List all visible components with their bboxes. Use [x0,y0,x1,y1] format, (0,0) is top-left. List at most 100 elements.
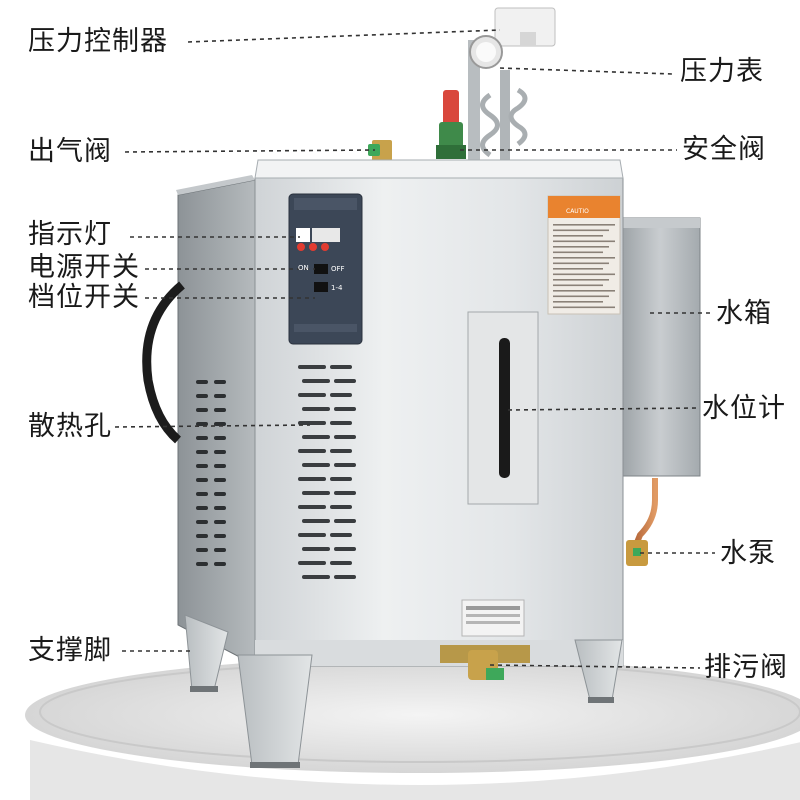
vent-slot [302,519,330,523]
water-tank-body [619,217,701,477]
vent-slot [302,463,330,467]
label-safety-valve: 安全阀 [682,134,766,165]
leader-drain-valve [489,664,701,669]
side-vents [196,380,226,566]
label-pressure-controller: 压力控制器 [28,26,168,57]
vent-slot [330,449,352,453]
panel-gear-text: 1-4 [331,284,343,292]
vent-slot [334,575,356,579]
side-vent-slot [196,408,208,412]
label-power-switch: 电源开关 [28,252,140,283]
sticker-text-line [553,273,615,276]
side-vent-slot [196,380,208,384]
vent-slot [298,561,326,565]
sticker-text-line [553,262,609,265]
side-vent-slot [214,534,226,538]
label-support-legs: 支撑脚 [28,635,112,666]
side-vent-slot [214,422,226,426]
vent-slot [334,519,356,523]
vent-slot [330,421,352,425]
sticker-text-line [553,235,603,237]
vent-slot [330,477,352,481]
panel-on-text: ON [298,264,309,272]
side-vent-slot [196,534,208,538]
sticker-text-line [553,229,609,232]
side-vent-slot [214,394,226,398]
sticker-text-line [553,306,615,309]
vent-slot [298,533,326,537]
power-cable [142,281,185,444]
vent-slot [302,407,330,411]
side-vent-slot [214,492,226,496]
vent-slot [302,575,330,579]
boiler-side-panel [176,175,256,666]
side-vent-slot [196,478,208,482]
nameplate [461,599,525,637]
side-vent-slot [196,548,208,552]
sticker-text-line [553,224,615,226]
warning-sticker [547,195,621,315]
sticker-text-line [553,246,609,248]
vent-slot [298,449,326,453]
vent-slot [302,547,330,551]
water-level-window [467,311,539,505]
vent-slot [298,477,326,481]
vent-slot [330,533,352,537]
vent-slot [302,435,330,439]
control-panel [288,193,363,345]
vent-slot [330,561,352,565]
vent-slot [330,505,352,509]
side-vent-slot [196,422,208,426]
display-platform [25,657,800,800]
side-vent-slot [214,548,226,552]
label-water-tank: 水箱 [716,298,772,329]
vent-slot [334,491,356,495]
side-vent-slot [196,492,208,496]
side-vent-slot [196,436,208,440]
front-vents [298,365,356,579]
sticker-text-line [553,301,603,303]
label-outlet-valve: 出气阀 [28,136,112,167]
side-vent-slot [214,520,226,524]
label-water-level-gauge: 水位计 [702,393,786,424]
label-water-pump: 水泵 [720,538,776,569]
leader-lines [114,29,715,669]
drain-assembly [440,645,530,680]
vent-slot [302,379,330,383]
side-vent-slot [214,478,226,482]
side-vent-slot [196,464,208,468]
vent-slot [302,491,330,495]
top-fittings [368,7,556,165]
label-pressure-gauge: 压力表 [680,56,764,87]
sticker-text-line [553,240,615,243]
side-vent-slot [214,408,226,412]
vent-slot [298,393,326,397]
sticker-text-line [553,279,609,281]
sticker-text-line [553,268,603,270]
leader-heat-vents [114,424,311,428]
side-vent-slot [196,450,208,454]
pump-assembly [626,478,658,612]
sticker-text-line [553,284,603,287]
vent-slot [334,463,356,467]
vent-slot [334,379,356,383]
vent-slot [330,365,352,369]
support-legs-body [184,614,623,768]
side-vent-slot [214,436,226,440]
vent-slot [298,505,326,509]
side-vent-slot [196,520,208,524]
side-vent-slot [196,506,208,510]
side-vent-slot [214,506,226,510]
label-heat-vents: 散热孔 [28,411,112,442]
sticker-text-line [553,251,603,254]
label-gear-switch: 档位开关 [28,282,140,313]
label-drain-valve: 排污阀 [704,652,788,683]
vent-slot [334,547,356,551]
side-vent-slot [196,562,208,566]
side-vent-slot [214,450,226,454]
vent-slot [334,435,356,439]
sticker-text-line [553,295,609,298]
vent-slot [330,393,352,397]
